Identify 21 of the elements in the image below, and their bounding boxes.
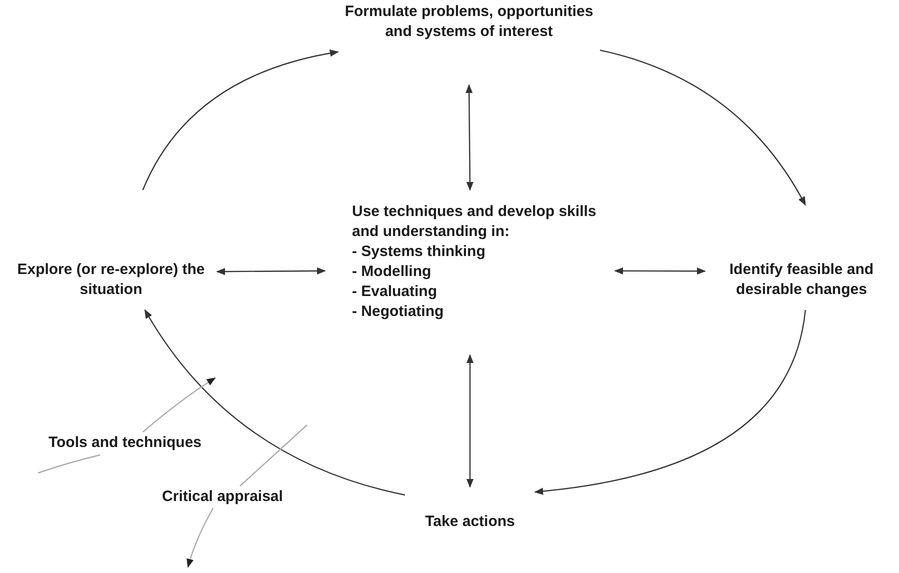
node-text: Take actions [424, 512, 516, 532]
node-text: Critical appraisal [161, 487, 284, 507]
node-text: Identify feasible and desirable changes [728, 260, 875, 300]
arrow [534, 310, 806, 495]
list-item: - Modelling [352, 262, 432, 282]
node-text: Use techniques and develop skills and understanding in: [352, 202, 598, 242]
arrow [614, 267, 706, 275]
arrow [465, 84, 474, 191]
node-text: Explore (or re-explore) the situation [16, 260, 206, 300]
node-text: Formulate problems, opportunities and systems of interest [344, 2, 594, 42]
arrow [144, 309, 406, 496]
arrow [142, 378, 216, 432]
node-text: Tools and techniques [47, 433, 203, 453]
arrow [466, 354, 474, 488]
arrow [186, 508, 214, 568]
list-item: - Negotiating [352, 302, 445, 322]
list-item: - Systems thinking [352, 242, 486, 262]
arrow [142, 50, 339, 190]
arrow [600, 50, 806, 206]
arrow [216, 267, 326, 276]
list-item: - Evaluating [352, 282, 438, 302]
